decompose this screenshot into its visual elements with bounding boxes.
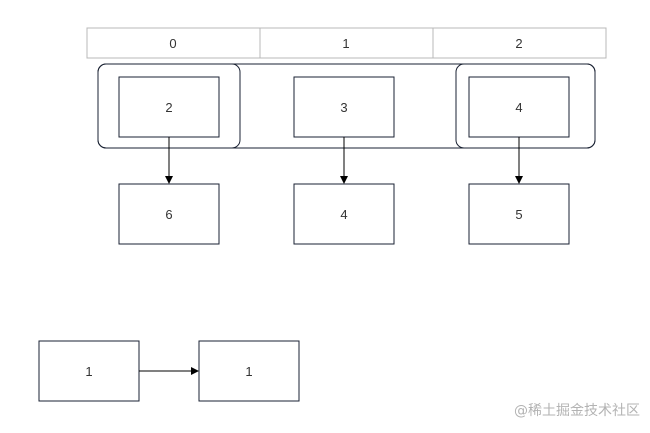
bucket-bottom-label: 6	[165, 207, 172, 222]
bucket-bottom-box: 6	[118, 183, 220, 245]
pair-left-label: 1	[85, 364, 92, 379]
index-row-frame	[86, 27, 607, 59]
pair-right-box: 1	[198, 340, 300, 402]
bucket-bottom-box: 5	[468, 183, 570, 245]
pair-left-box: 1	[38, 340, 140, 402]
bucket-top-box: 3	[293, 76, 395, 138]
highlight-frame-right	[455, 63, 596, 149]
pair-right-label: 1	[245, 364, 252, 379]
bucket-bottom-label: 5	[515, 207, 522, 222]
index-cell-label: 1	[342, 36, 349, 51]
bucket-bottom-label: 4	[340, 207, 347, 222]
bucket-top-label: 3	[340, 100, 347, 115]
bucket-bottom-box: 4	[293, 183, 395, 245]
index-cell-label: 2	[515, 36, 522, 51]
index-cell-label: 0	[169, 36, 176, 51]
bucket-top-box: 2	[118, 76, 220, 138]
bucket-top-label: 4	[515, 100, 522, 115]
watermark: @稀土掘金技术社区	[514, 403, 640, 419]
bucket-top-box: 4	[468, 76, 570, 138]
bucket-top-label: 2	[165, 100, 172, 115]
index-row: 0 1 2	[86, 27, 607, 59]
